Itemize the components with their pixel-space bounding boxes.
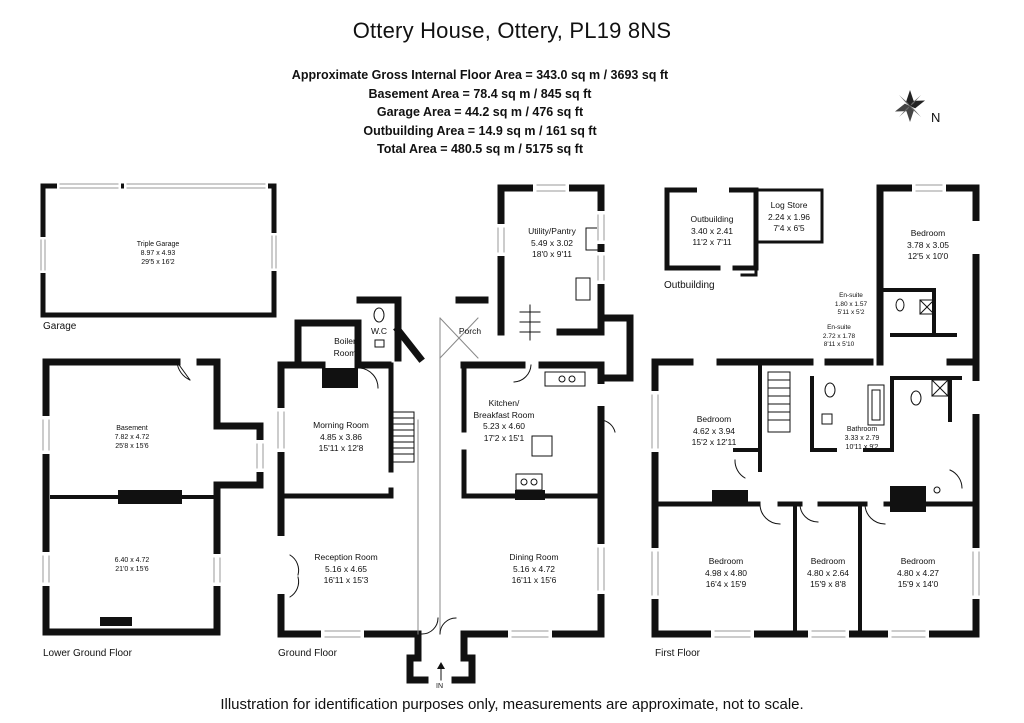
room-imperial: 15'11 x 12'8 bbox=[318, 443, 364, 453]
room-metric: 8.97 x 4.93 bbox=[140, 250, 176, 257]
room-name: Kitchen/ bbox=[488, 398, 520, 408]
room-bedroom-se: Bedroom 4.80 x 4.27 15'9 x 14'0 bbox=[878, 556, 958, 591]
room-kitchen: Kitchen/ Breakfast Room 5.23 x 4.60 17'2… bbox=[464, 398, 544, 444]
room-imperial: 7'4 x 6'5 bbox=[773, 223, 805, 233]
room-metric: 4.98 x 4.80 bbox=[704, 567, 748, 578]
room-bedroom-w: Bedroom 4.62 x 3.94 15'2 x 12'11 bbox=[676, 414, 752, 449]
room-name: Log Store bbox=[770, 200, 808, 210]
room-name: Bedroom bbox=[708, 556, 744, 566]
garage-floor-label: Garage bbox=[43, 321, 77, 332]
room-name: Dining Room bbox=[509, 552, 559, 562]
room-metric: 7.82 x 4.72 bbox=[114, 434, 150, 441]
room-name-line2: Room bbox=[333, 347, 357, 358]
room-reception: Reception Room 5.16 x 4.65 16'11 x 15'3 bbox=[296, 552, 396, 587]
room-metric: 5.49 x 3.02 bbox=[530, 237, 574, 248]
room-metric: 4.85 x 3.86 bbox=[319, 431, 363, 442]
first-floor-walls bbox=[651, 184, 980, 638]
ground-floor-walls bbox=[277, 184, 634, 684]
room-bedroom-ne: Bedroom 3.78 x 3.05 12'5 x 10'0 bbox=[886, 228, 970, 263]
room-metric: 5.16 x 4.72 bbox=[512, 563, 556, 574]
room-name: Bathroom bbox=[846, 426, 878, 433]
room-bedroom-small: Bedroom 4.80 x 2.64 15'9 x 8'8 bbox=[798, 556, 858, 591]
room-imperial: 21'0 x 15'6 bbox=[115, 566, 149, 573]
room-metric: 2.24 x 1.96 bbox=[767, 211, 811, 222]
room-imperial: 16'11 x 15'3 bbox=[323, 575, 369, 585]
room-imperial: 25'8 x 15'6 bbox=[115, 443, 149, 450]
room-imperial: 16'4 x 15'9 bbox=[705, 579, 747, 589]
room-dining: Dining Room 5.16 x 4.72 16'11 x 15'6 bbox=[484, 552, 584, 587]
room-metric: 2.72 x 1.78 bbox=[822, 332, 856, 340]
room-bedroom-sw: Bedroom 4.98 x 4.80 16'4 x 15'9 bbox=[686, 556, 766, 591]
room-imperial: 18'0 x 9'11 bbox=[532, 249, 572, 259]
room-metric: 3.33 x 2.79 bbox=[844, 435, 880, 442]
first-floor-label: First Floor bbox=[655, 648, 700, 659]
room-name: Basement bbox=[116, 425, 148, 432]
room-name: En-suite bbox=[839, 292, 863, 299]
room-metric: 4.80 x 4.27 bbox=[896, 567, 940, 578]
room-imperial: 12'5 x 10'0 bbox=[907, 251, 949, 261]
disclaimer-footer: Illustration for identification purposes… bbox=[220, 696, 804, 713]
room-imperial: 5'11 x 5'2 bbox=[837, 309, 865, 316]
room-imperial: 17'2 x 15'1 bbox=[483, 432, 525, 443]
room-name: En-suite bbox=[827, 324, 851, 331]
room-metric: 4.62 x 3.94 bbox=[692, 425, 736, 436]
room-name: Bedroom bbox=[810, 556, 846, 566]
room-name: Triple Garage bbox=[136, 241, 180, 248]
ground-floor-label: Ground Floor bbox=[278, 648, 337, 659]
room-ensuite-1: En-suite 1.80 x 1.57 5'11 x 5'2 bbox=[826, 292, 876, 318]
room-name: Outbuilding bbox=[690, 214, 734, 224]
outbuilding-floor-label: Outbuilding bbox=[664, 280, 715, 291]
room-utility-pantry: Utility/Pantry 5.49 x 3.02 18'0 x 9'11 bbox=[508, 226, 596, 261]
room-metric: 3.40 x 2.41 bbox=[690, 225, 734, 236]
room-bathroom: Bathroom 3.33 x 2.79 10'11 x 9'2 bbox=[834, 425, 890, 452]
room-wc: W.C bbox=[362, 326, 396, 338]
room-name: Porch bbox=[458, 326, 482, 336]
room-metric: 4.80 x 2.64 bbox=[806, 567, 850, 578]
room-imperial: 10'11 x 9'2 bbox=[845, 444, 879, 451]
room-name-line2: Breakfast Room bbox=[473, 409, 535, 420]
room-imperial: 15'9 x 14'0 bbox=[897, 579, 939, 589]
room-name: Bedroom bbox=[900, 556, 936, 566]
room-outbuilding: Outbuilding 3.40 x 2.41 11'2 x 7'11 bbox=[672, 214, 752, 249]
room-log-store: Log Store 2.24 x 1.96 7'4 x 6'5 bbox=[758, 200, 820, 235]
room-boiler: Boiler Room bbox=[320, 336, 370, 359]
area-line-outbuilding: Outbuilding Area = 14.9 sq m / 161 sq ft bbox=[363, 123, 597, 138]
room-imperial: 15'9 x 8'8 bbox=[810, 579, 846, 589]
room-name: Utility/Pantry bbox=[528, 226, 576, 236]
area-line-basement: Basement Area = 78.4 sq m / 845 sq ft bbox=[368, 86, 592, 101]
outbuilding-walls bbox=[664, 187, 824, 277]
room-basement: Basement 7.82 x 4.72 25'8 x 15'6 bbox=[82, 424, 182, 451]
room-ensuite-2: En-suite 2.72 x 1.78 8'11 x 5'10 bbox=[814, 324, 864, 350]
room-name: Morning Room bbox=[313, 420, 369, 430]
entrance-label: IN bbox=[436, 683, 443, 690]
room-name: Bedroom bbox=[910, 228, 946, 238]
area-summary: Approximate Gross Internal Floor Area = … bbox=[0, 66, 960, 159]
room-triple-garage: Triple Garage 8.97 x 4.93 29'5 x 16'2 bbox=[108, 240, 208, 267]
room-imperial: 11'2 x 7'11 bbox=[692, 237, 732, 247]
room-imperial: 29'5 x 16'2 bbox=[141, 259, 175, 266]
lower-ground-floor-label: Lower Ground Floor bbox=[43, 648, 132, 659]
room-metric: 3.78 x 3.05 bbox=[906, 239, 950, 250]
room-imperial: 8'11 x 5'10 bbox=[823, 341, 855, 348]
area-line-total: Total Area = 480.5 sq m / 5175 sq ft bbox=[377, 142, 583, 156]
compass-north-label: N bbox=[931, 110, 941, 125]
area-line-garage: Garage Area = 44.2 sq m / 476 sq ft bbox=[376, 105, 584, 119]
room-imperial: 15'2 x 12'11 bbox=[691, 437, 737, 447]
page-title: Ottery House, Ottery, PL19 8NS bbox=[352, 18, 672, 43]
room-metric: 5.16 x 4.65 bbox=[324, 563, 368, 574]
room-metric: 1.80 x 1.57 bbox=[834, 300, 868, 308]
room-morning: Morning Room 4.85 x 3.86 15'11 x 12'8 bbox=[296, 420, 386, 455]
room-metric: 6.40 x 4.72 bbox=[114, 557, 150, 564]
room-lower-ground: 6.40 x 4.72 21'0 x 15'6 bbox=[82, 556, 182, 574]
area-line-gross: Approximate Gross Internal Floor Area = … bbox=[291, 68, 669, 82]
room-name: Bedroom bbox=[696, 414, 732, 424]
room-porch: Porch bbox=[450, 326, 490, 338]
room-imperial: 16'11 x 15'6 bbox=[511, 575, 557, 585]
room-name: W.C bbox=[370, 326, 388, 336]
room-name: Boiler bbox=[334, 336, 356, 346]
room-name: Reception Room bbox=[314, 552, 378, 562]
room-metric: 5.23 x 4.60 bbox=[482, 421, 526, 431]
